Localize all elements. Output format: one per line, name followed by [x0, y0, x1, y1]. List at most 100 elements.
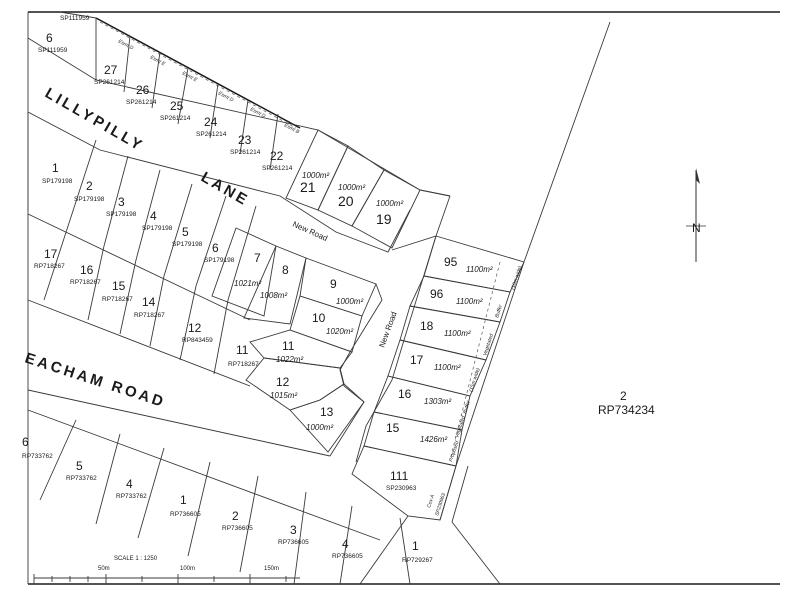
lot-number: 11: [282, 339, 295, 353]
lot-number: 21: [300, 179, 316, 195]
buffer-note: Vegetated: [454, 415, 467, 439]
road-label-eacham: EACHAM ROAD: [23, 350, 168, 412]
buffer-note: Buffer: [462, 400, 472, 415]
lot-number: 9: [330, 277, 337, 291]
lot-number: 4: [150, 209, 157, 223]
lot-area: 1000m²: [302, 171, 329, 180]
lot-number: 1: [52, 161, 59, 175]
lot-number: 2: [620, 389, 627, 403]
covenant-note: Cov A: [426, 493, 436, 508]
lot-number: 16: [80, 263, 94, 277]
lot-number: 26: [136, 83, 150, 97]
lot-number: 22: [270, 149, 284, 163]
lot-area: 1008m²: [260, 291, 287, 300]
lot-number: 12: [188, 321, 202, 335]
plan-number: SP179198: [106, 211, 137, 218]
lot-area: 1015m²: [270, 391, 297, 400]
plan-number: RP718267: [70, 279, 101, 286]
lot-number: 25: [170, 99, 184, 113]
proposed-lots: 1000m² 21 1000m² 20 1000m² 19 7 1021m² 8…: [234, 171, 493, 444]
buffer-note: (10m wide): [510, 265, 523, 291]
lot-number: 12: [276, 375, 290, 389]
plan-number: SP179198: [42, 178, 73, 185]
plan-number: RP736605: [332, 553, 363, 560]
plan-number: SP179198: [74, 196, 105, 203]
lot-area: 1303m²: [424, 397, 451, 406]
lot-number: 2: [86, 179, 93, 193]
lot-number: 20: [338, 193, 354, 209]
plan-number: SP261214: [94, 79, 125, 86]
lot-number: 6: [212, 241, 219, 255]
plan-number: SP179198: [172, 241, 203, 248]
lot-area: 1000m²: [336, 297, 363, 306]
plan-number: RP736605: [278, 539, 309, 546]
lot-number: 17: [410, 353, 424, 367]
lot-number: 5: [182, 225, 189, 239]
lot-number: 10: [312, 311, 326, 325]
scale-mark: 150m: [264, 566, 279, 572]
lot-number: 6: [22, 435, 29, 449]
plan-number: SP261214: [160, 115, 191, 122]
lot-number: 15: [112, 279, 126, 293]
plan-number: RP736605: [222, 525, 253, 532]
plan-number: RP733762: [66, 475, 97, 482]
lot-number: 15: [386, 421, 400, 435]
road-label-new-road-1: New Road: [291, 220, 329, 243]
plan-number: RP733762: [116, 493, 147, 500]
buffer-note: Buffer: [494, 304, 504, 319]
lot-area: 1022m²: [276, 355, 303, 364]
lot-number: 4: [126, 477, 133, 491]
lot-number: 16: [398, 387, 412, 401]
easement-note: Esmt D: [117, 38, 135, 51]
scale-bar: SCALE 1 : 1250 50m 100m 150m: [98, 556, 279, 572]
plan-number: SP111959: [60, 15, 90, 22]
plan-number: RP718267: [134, 312, 165, 319]
plan-number: SP261214: [126, 99, 157, 106]
road-label-lane: LANE: [198, 169, 252, 210]
lot-number: 1: [180, 493, 187, 507]
plan-number: RP718267: [34, 263, 65, 270]
lot-number: 8: [282, 263, 289, 277]
plan-number: RP734234: [598, 403, 655, 417]
lot-number: 11: [236, 343, 249, 357]
lot-number: 13: [320, 405, 334, 419]
plan-number: SP261214: [230, 149, 261, 156]
existing-lots: 6 SP111959 SP111959 27 SP261214 26 SP261…: [22, 15, 655, 564]
lot-area: 1021m²: [234, 279, 261, 288]
plan-number: SP179198: [204, 257, 235, 264]
lot-area: 1100m²: [434, 363, 461, 372]
scale-label: SCALE 1 : 1250: [114, 556, 158, 562]
lot-area: 1020m²: [326, 327, 353, 336]
lot-number: 3: [290, 523, 297, 537]
plan-number: RP729267: [402, 557, 433, 564]
lot-number: 2: [232, 509, 239, 523]
lot-area: 1426m²: [420, 435, 447, 444]
lot-number: 6: [46, 31, 53, 45]
lot-number: 17: [44, 247, 58, 261]
easement-note: Esmt D: [217, 90, 235, 103]
plan-number: RP733762: [22, 453, 53, 460]
lot-number: 1: [412, 539, 419, 553]
plan-number: SP111959: [38, 47, 68, 54]
plan-number: SP261214: [196, 131, 227, 138]
lot-area: 1100m²: [466, 265, 493, 274]
lot-number: 27: [104, 63, 118, 77]
lot-number: 3: [118, 195, 125, 209]
lot-number: 19: [376, 211, 392, 227]
lot-number: 96: [430, 287, 444, 301]
road-label-new-road-2: New Road: [377, 310, 398, 348]
lot-number: 5: [76, 459, 83, 473]
scale-mark: 100m: [180, 566, 195, 572]
plan-number: RP718267: [228, 361, 259, 368]
lot-number: 23: [238, 133, 252, 147]
lot-number: 4: [342, 537, 349, 551]
buffer-note: Vegetated: [482, 333, 495, 357]
plan-number: SP179198: [142, 225, 173, 232]
lot-number: 18: [420, 319, 434, 333]
lot-number: 7: [254, 251, 261, 265]
lot-area: 1100m²: [444, 329, 471, 338]
lot-area: 1000m²: [338, 183, 365, 192]
lot-area: 1100m²: [456, 297, 483, 306]
lot-number: 95: [444, 255, 458, 269]
